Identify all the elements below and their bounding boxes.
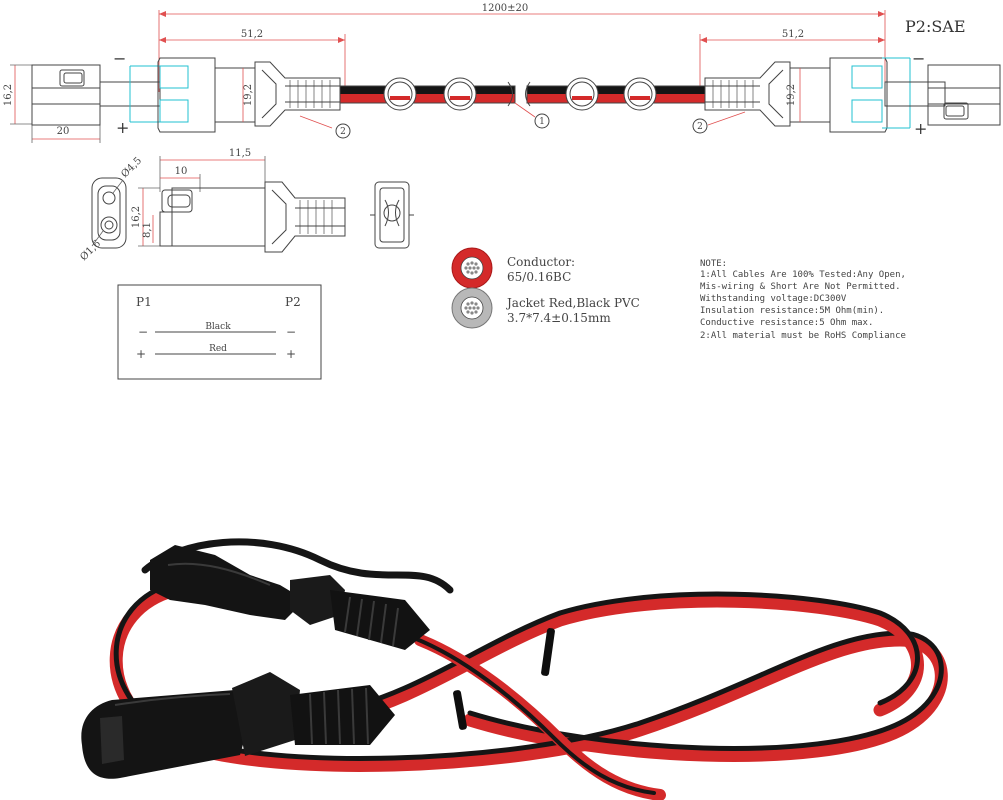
photo-connector-top — [150, 545, 430, 650]
right-body-height-label: 19,2 — [786, 84, 797, 106]
total-length-dimension: 1200±20 — [158, 3, 886, 92]
note-line-1: 1:All Cables Are 100% Tested:Any Open, — [700, 270, 906, 280]
jacket-value: 3.7*7.4±0.15mm — [507, 311, 611, 325]
jacket-label: Jacket Red,Black PVC — [505, 296, 640, 310]
right-plus-sign: + — [914, 119, 927, 138]
note-line-6: 2:All material must be RoHS Compliance — [700, 331, 906, 341]
callout-2-right-circle — [692, 118, 708, 134]
wiring-row-1-label: Red — [209, 344, 227, 354]
wiring-row-0-label: Black — [205, 322, 231, 332]
right-minus-sign: − — [912, 49, 925, 68]
wiring-table: P1 P2 − Black − + Red + — [117, 284, 322, 380]
product-photo — [81, 538, 948, 800]
left-plug-width-label: 20 — [57, 126, 70, 137]
left-plus-sign: + — [116, 118, 129, 137]
left-length-label: 51,2 — [241, 29, 263, 40]
note-line-4: Insulation resistance:5M Ohm(min). — [700, 306, 884, 316]
callout-1-circle — [534, 113, 550, 129]
wiring-row-1-right: + — [286, 347, 296, 361]
wiring-row-0-left: − — [138, 325, 148, 339]
right-hidden-lines — [851, 57, 911, 129]
wiring-p2-label: P2 — [285, 295, 301, 309]
right-connector-body: 19,2 — [704, 57, 888, 133]
left-hidden-lines — [129, 65, 189, 123]
callout-leader-right — [707, 111, 746, 126]
drawing-title: P2:SAE — [905, 17, 966, 36]
hole-dia-1-label: Ø4,5 — [119, 155, 144, 180]
right-connector-dimension: 51,2 — [699, 29, 885, 92]
note-line-0: NOTE: — [700, 259, 727, 269]
hole-dia-2-label: Ø1,6 — [78, 238, 103, 263]
detail-end-view — [370, 181, 414, 249]
detail-side-view: 11,5 10 16,2 8,1 — [131, 148, 346, 253]
cable-right — [525, 77, 706, 111]
left-body-height-label: 19,2 — [243, 84, 254, 106]
wiring-row-1-left: + — [136, 347, 146, 361]
note-line-3: Withstanding voltage:DC300V — [700, 294, 847, 304]
left-height-label: 16,2 — [3, 84, 14, 106]
detail-pin-height-label: 8,1 — [142, 222, 153, 238]
left-connector-dimension: 51,2 — [159, 29, 346, 92]
wiring-row-0-right: − — [286, 325, 296, 339]
wiring-p1-label: P1 — [136, 295, 152, 309]
notes-block: NOTE: 1:All Cables Are 100% Tested:Any O… — [700, 259, 906, 341]
left-minus-sign: − — [113, 49, 126, 68]
conductor-value: 65/0.16BC — [507, 270, 571, 284]
callout-leader-center — [514, 102, 536, 118]
callout-leader-left — [299, 115, 333, 129]
conductor-label: Conductor: — [507, 255, 575, 269]
left-plug-width-dimension: 20 — [31, 125, 101, 143]
cable-left — [339, 77, 516, 111]
right-plug — [884, 64, 1001, 126]
left-connector-body: 19,2 — [157, 57, 341, 133]
jacket-cross-section — [451, 287, 493, 329]
detail-length-label: 11,5 — [229, 148, 251, 159]
conductor-cross-section — [451, 247, 493, 289]
callout-2-left-circle — [335, 123, 351, 139]
total-length-label: 1200±20 — [482, 3, 529, 14]
note-line-2: Mis-wiring & Short Are Not Permitted. — [700, 282, 900, 292]
right-length-label: 51,2 — [782, 29, 804, 40]
detail-height-label: 16,2 — [131, 206, 142, 228]
callout-2-left: 2 — [340, 127, 346, 137]
photo-connector-bottom — [81, 672, 395, 779]
note-line-5: Conductive resistance:5 Ohm max. — [700, 318, 873, 328]
left-height-dimension: 16,2 — [3, 64, 32, 125]
left-plug — [31, 64, 161, 126]
detail-pin-label: 10 — [175, 166, 188, 177]
callout-2-right: 2 — [697, 122, 703, 132]
callout-1: 1 — [539, 117, 545, 127]
